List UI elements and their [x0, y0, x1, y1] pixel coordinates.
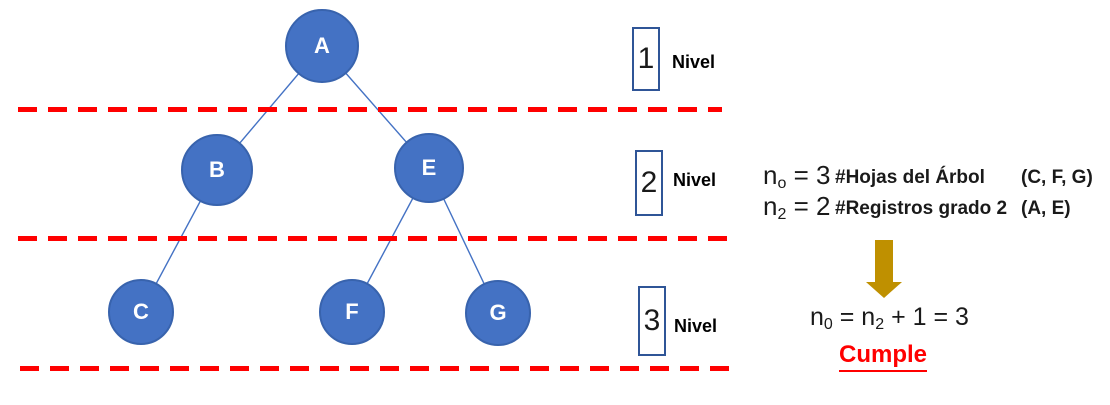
formula-part: + 1 = 3: [884, 303, 969, 331]
formula-subscript: 2: [875, 316, 885, 333]
level-divider-1: [18, 107, 722, 112]
node-label: A: [314, 33, 330, 58]
formula-part: = n: [832, 303, 876, 331]
tree-node-g: G: [465, 280, 531, 346]
tree-node-e: E: [394, 133, 464, 203]
formula-part: n: [810, 303, 824, 331]
node-label: E: [421, 155, 437, 180]
level-3-label: Nivel: [674, 316, 718, 336]
level-number: 2: [640, 166, 658, 199]
fact-leaves-line: no = 3 #Hojas del Árbol (C, F, G): [763, 160, 1093, 193]
level-divider-3: [20, 366, 732, 371]
fact-node-set: (A, E): [1021, 198, 1071, 219]
down-arrow-shaft: [875, 240, 893, 283]
level-3-box: 3: [638, 286, 666, 356]
node-label: F: [345, 299, 359, 324]
fact-var: n: [763, 191, 778, 221]
down-arrow-head: [866, 282, 902, 298]
level-number: 3: [643, 304, 661, 337]
tree-node-a: A: [285, 9, 359, 83]
level-1-label: Nivel: [672, 52, 716, 72]
tree-node-f: F: [319, 279, 385, 345]
node-label: C: [133, 299, 149, 324]
conclusion-formula: n0 = n2 + 1 = 3: [810, 303, 969, 334]
node-label: G: [489, 300, 507, 325]
fact-description: #Hojas del Árbol: [835, 167, 985, 188]
fact-subscript: o: [777, 175, 787, 192]
tree-node-c: C: [108, 279, 174, 345]
level-2-label: Nivel: [673, 170, 717, 190]
formula-subscript: 0: [823, 316, 833, 333]
level-2-box: 2: [635, 150, 663, 216]
fact-degree2-line: n2 = 2 #Registros grado 2 (A, E): [763, 191, 1071, 224]
tree-node-b: B: [181, 134, 253, 206]
conclusion-text: Cumple: [839, 341, 928, 372]
level-1-box: 1: [632, 27, 660, 91]
fact-value: = 3: [786, 160, 831, 190]
fact-node-set: (C, F, G): [1021, 167, 1093, 188]
fact-value: = 2: [786, 191, 831, 221]
fact-subscript: 2: [777, 206, 787, 223]
fact-description: #Registros grado 2: [835, 198, 1008, 219]
level-divider-2: [18, 236, 733, 241]
node-label: B: [209, 157, 225, 182]
level-number: 1: [637, 42, 655, 75]
fact-var: n: [763, 160, 778, 190]
